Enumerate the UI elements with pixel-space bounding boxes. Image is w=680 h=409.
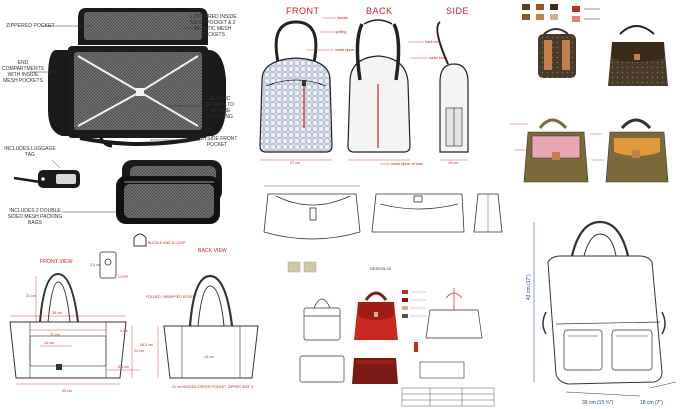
dim-pocket: 14 cm bbox=[44, 341, 54, 345]
design-bag-sketch bbox=[299, 298, 345, 383]
callout-handle: handle bbox=[337, 16, 348, 20]
callout-end-compartments: END COMPARTMENTS WITH INSIDE MESH POCKET… bbox=[1, 60, 45, 84]
backpack-front-illustration bbox=[259, 20, 333, 153]
zipper-pull-swatch bbox=[414, 342, 418, 352]
satchel-olive-orange bbox=[605, 118, 669, 183]
callout-elastic-straps: ELASTIC STRAPS TO SECURE CLOTHING bbox=[205, 96, 235, 120]
view-back-label: BACK VIEW bbox=[198, 248, 227, 254]
callout-inside-mesh: 1 ZIPPERED INSIDE MESH POCKET & 2 ELASTI… bbox=[189, 14, 237, 38]
dim-shopper-bottom: 39 cm (15 ¾") bbox=[582, 400, 614, 406]
tote-panel: FRONT VIEW BACK VIEW BUCKLE AND D-LOOP L… bbox=[9, 233, 259, 393]
callout-zippered-pocket: ZIPPERED POCKET bbox=[6, 23, 56, 29]
callout-metal-buckle: metal bucle bbox=[429, 56, 447, 60]
note-zipper: 21 cm HIDDEN ZIPPER POCKET, ZIPPER SIZE … bbox=[172, 385, 253, 389]
dim-bottom: 40 cm bbox=[62, 389, 72, 393]
note-loop: LOOP bbox=[118, 275, 129, 279]
callout-front-pocket: OUTSIDE FRONT POCKET bbox=[196, 136, 238, 148]
dim-inner-width: 32 cm bbox=[50, 333, 60, 337]
callout-inside-mesh-wrap: 1 ZIPPERED INSIDE MESH POCKET & 2 ELASTI… bbox=[189, 14, 237, 38]
satchel-pink-olive bbox=[523, 118, 589, 183]
heading-front: FRONT bbox=[286, 6, 320, 16]
note-buckle: BUCKLE AND D-LOOP bbox=[148, 241, 186, 245]
color-swatches bbox=[522, 4, 600, 22]
duffle-leader-lines bbox=[30, 25, 210, 213]
design-legend bbox=[402, 290, 426, 318]
dim-front-width: 27 cm bbox=[290, 161, 300, 165]
callout-back-belt: back belt bbox=[425, 40, 439, 44]
dim-body-height: 21 cm bbox=[134, 349, 144, 353]
dim-loop: 2,5 cm bbox=[90, 263, 101, 267]
dim-side-width: 10 cm bbox=[448, 161, 458, 165]
dim-height: 28,5 cm bbox=[140, 343, 153, 347]
callout-front-pocket-wrap: OUTSIDE FRONT POCKET bbox=[196, 136, 238, 148]
callout-packing-bags-wrap: INCLUDES 2 DOUBLE SIDED MESH PACKING BAG… bbox=[7, 208, 63, 226]
packing-bags-illustration bbox=[116, 160, 222, 224]
dim-gap: 6.5 cm bbox=[118, 365, 129, 369]
design04-panel: DESIGN 04 bbox=[287, 261, 495, 407]
clutch-flats bbox=[263, 185, 503, 240]
shopper-illustration bbox=[542, 220, 666, 385]
dim-handle-height: 31 cm bbox=[26, 294, 36, 298]
mono-backpack-1 bbox=[538, 28, 576, 78]
backpack-side-illustration bbox=[436, 21, 469, 153]
dim-width-top: 38 cm bbox=[52, 311, 62, 315]
callout-luggage-tag: INCLUDES LUGGAGE TAG bbox=[4, 146, 56, 158]
callout-quilting: quilting bbox=[335, 30, 346, 34]
backpack-panel: FRONT BACK SIDE bbox=[259, 6, 469, 166]
design-title: DESIGN 04 bbox=[370, 266, 392, 271]
tote-dimension-lines bbox=[10, 276, 159, 385]
red-bag-illustration bbox=[354, 291, 398, 340]
callout-packing-bags: INCLUDES 2 DOUBLE SIDED MESH PACKING BAG… bbox=[7, 208, 63, 226]
callout-luggage-tag-wrap: INCLUDES LUGGAGE TAG bbox=[4, 146, 56, 158]
callout-metal-zipper: metal zipper bbox=[335, 48, 355, 52]
heading-back: BACK bbox=[366, 6, 393, 16]
note-folded: FOLDED / WRAPPED EDGED bbox=[146, 295, 196, 299]
tote-back-illustration bbox=[163, 274, 259, 379]
mono-shoulder-bag bbox=[608, 25, 668, 86]
duffle-panel: ZIPPERED POCKET 1 ZIPPERED INSIDE MESH P… bbox=[1, 8, 238, 226]
buckle-detail-illustration bbox=[99, 233, 147, 279]
duffle-bag-illustration bbox=[48, 8, 226, 148]
dim-depth: 3 cm bbox=[120, 329, 128, 333]
leather-bags-panel bbox=[510, 4, 669, 183]
callout-end-compartments-wrap: END COMPARTMENTS WITH INSIDE MESH POCKET… bbox=[1, 60, 45, 84]
dim-back-pocket: 14 cm bbox=[204, 355, 214, 359]
satchel-leader-lines bbox=[510, 123, 604, 161]
backpack-leader-lines bbox=[306, 17, 428, 165]
callout-metal-zipper-back: metal zipper at back bbox=[391, 162, 423, 166]
design-side-sketch bbox=[425, 288, 483, 339]
backpack-back-illustration bbox=[347, 19, 411, 153]
tote-front-illustration bbox=[9, 272, 127, 379]
dim-shopper-height: 43 cm (17") bbox=[526, 274, 532, 300]
view-front-label: FRONT VIEW bbox=[40, 259, 73, 265]
dim-shopper-depth: 18 cm (7") bbox=[640, 400, 663, 406]
luggage-tag-illustration bbox=[13, 170, 80, 188]
callout-elastic-straps-wrap: ELASTIC STRAPS TO SECURE CLOTHING bbox=[205, 96, 235, 120]
shopper-panel: 43 cm (17") 39 cm (15 ¾") 18 cm (7") bbox=[526, 220, 677, 406]
design-small-flat bbox=[419, 361, 465, 379]
red-base-illustration bbox=[352, 358, 398, 384]
design-title-block bbox=[401, 387, 495, 407]
shopper-dimension-lines bbox=[533, 222, 677, 397]
heading-side: SIDE bbox=[446, 6, 469, 16]
